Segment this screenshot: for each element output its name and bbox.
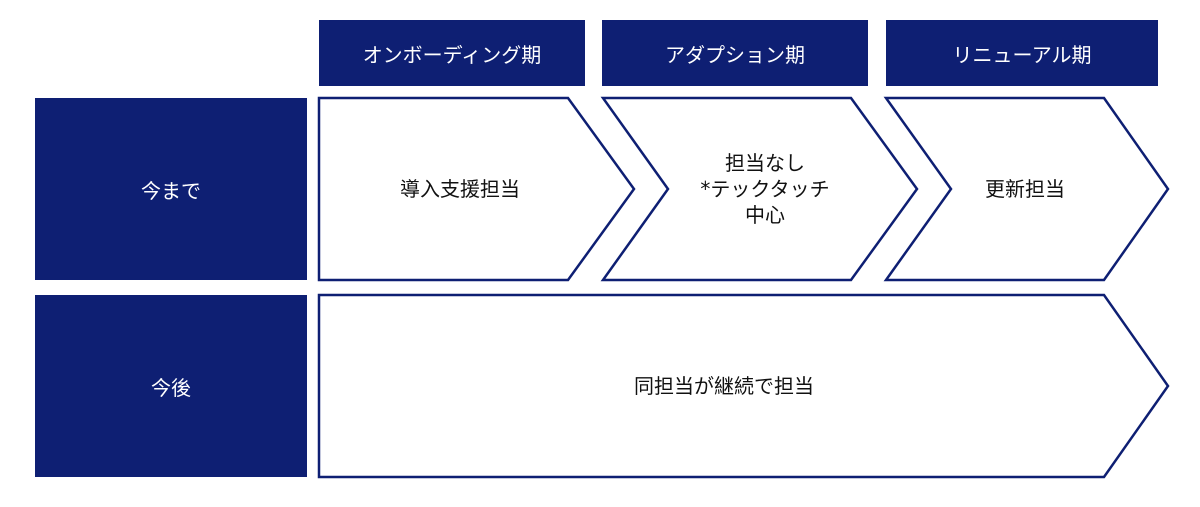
cell-before-onboarding: 導入支援担当 xyxy=(330,98,590,280)
chevron-adoption xyxy=(600,96,919,282)
chevron-onboarding xyxy=(317,96,636,282)
phase-header-onboarding: オンボーディング期 xyxy=(319,20,585,86)
phase-header-label: オンボーディング期 xyxy=(362,42,542,67)
cell-before-renewal: 更新担当 xyxy=(930,98,1120,280)
phase-header-adoption: アダプション期 xyxy=(602,20,868,86)
chevron-renewal xyxy=(883,96,1170,282)
cell-after: 同担当が継続で担当 xyxy=(319,295,1129,477)
phase-header-renewal: リニューアル期 xyxy=(886,20,1158,86)
row-label-text: 今まで xyxy=(141,178,201,203)
arrow-after xyxy=(317,293,1170,479)
cell-text: 更新担当 xyxy=(985,177,1065,201)
cell-before-adoption: 担当なし *テックタッチ 中心 xyxy=(640,98,890,280)
phase-header-label: リニューアル期 xyxy=(952,42,1092,67)
cell-text-line-3: 中心 xyxy=(745,203,785,227)
phase-header-label: アダプション期 xyxy=(665,42,805,67)
row-label-after: 今後 xyxy=(35,295,307,477)
row-label-text: 今後 xyxy=(151,375,191,400)
cell-text: 導入支援担当 xyxy=(400,177,520,201)
cell-text-line-2: *テックタッチ xyxy=(700,177,830,201)
cell-text: 同担当が継続で担当 xyxy=(634,374,814,398)
row-label-before: 今まで xyxy=(35,98,307,280)
cell-text-line-1: 担当なし xyxy=(725,151,805,175)
